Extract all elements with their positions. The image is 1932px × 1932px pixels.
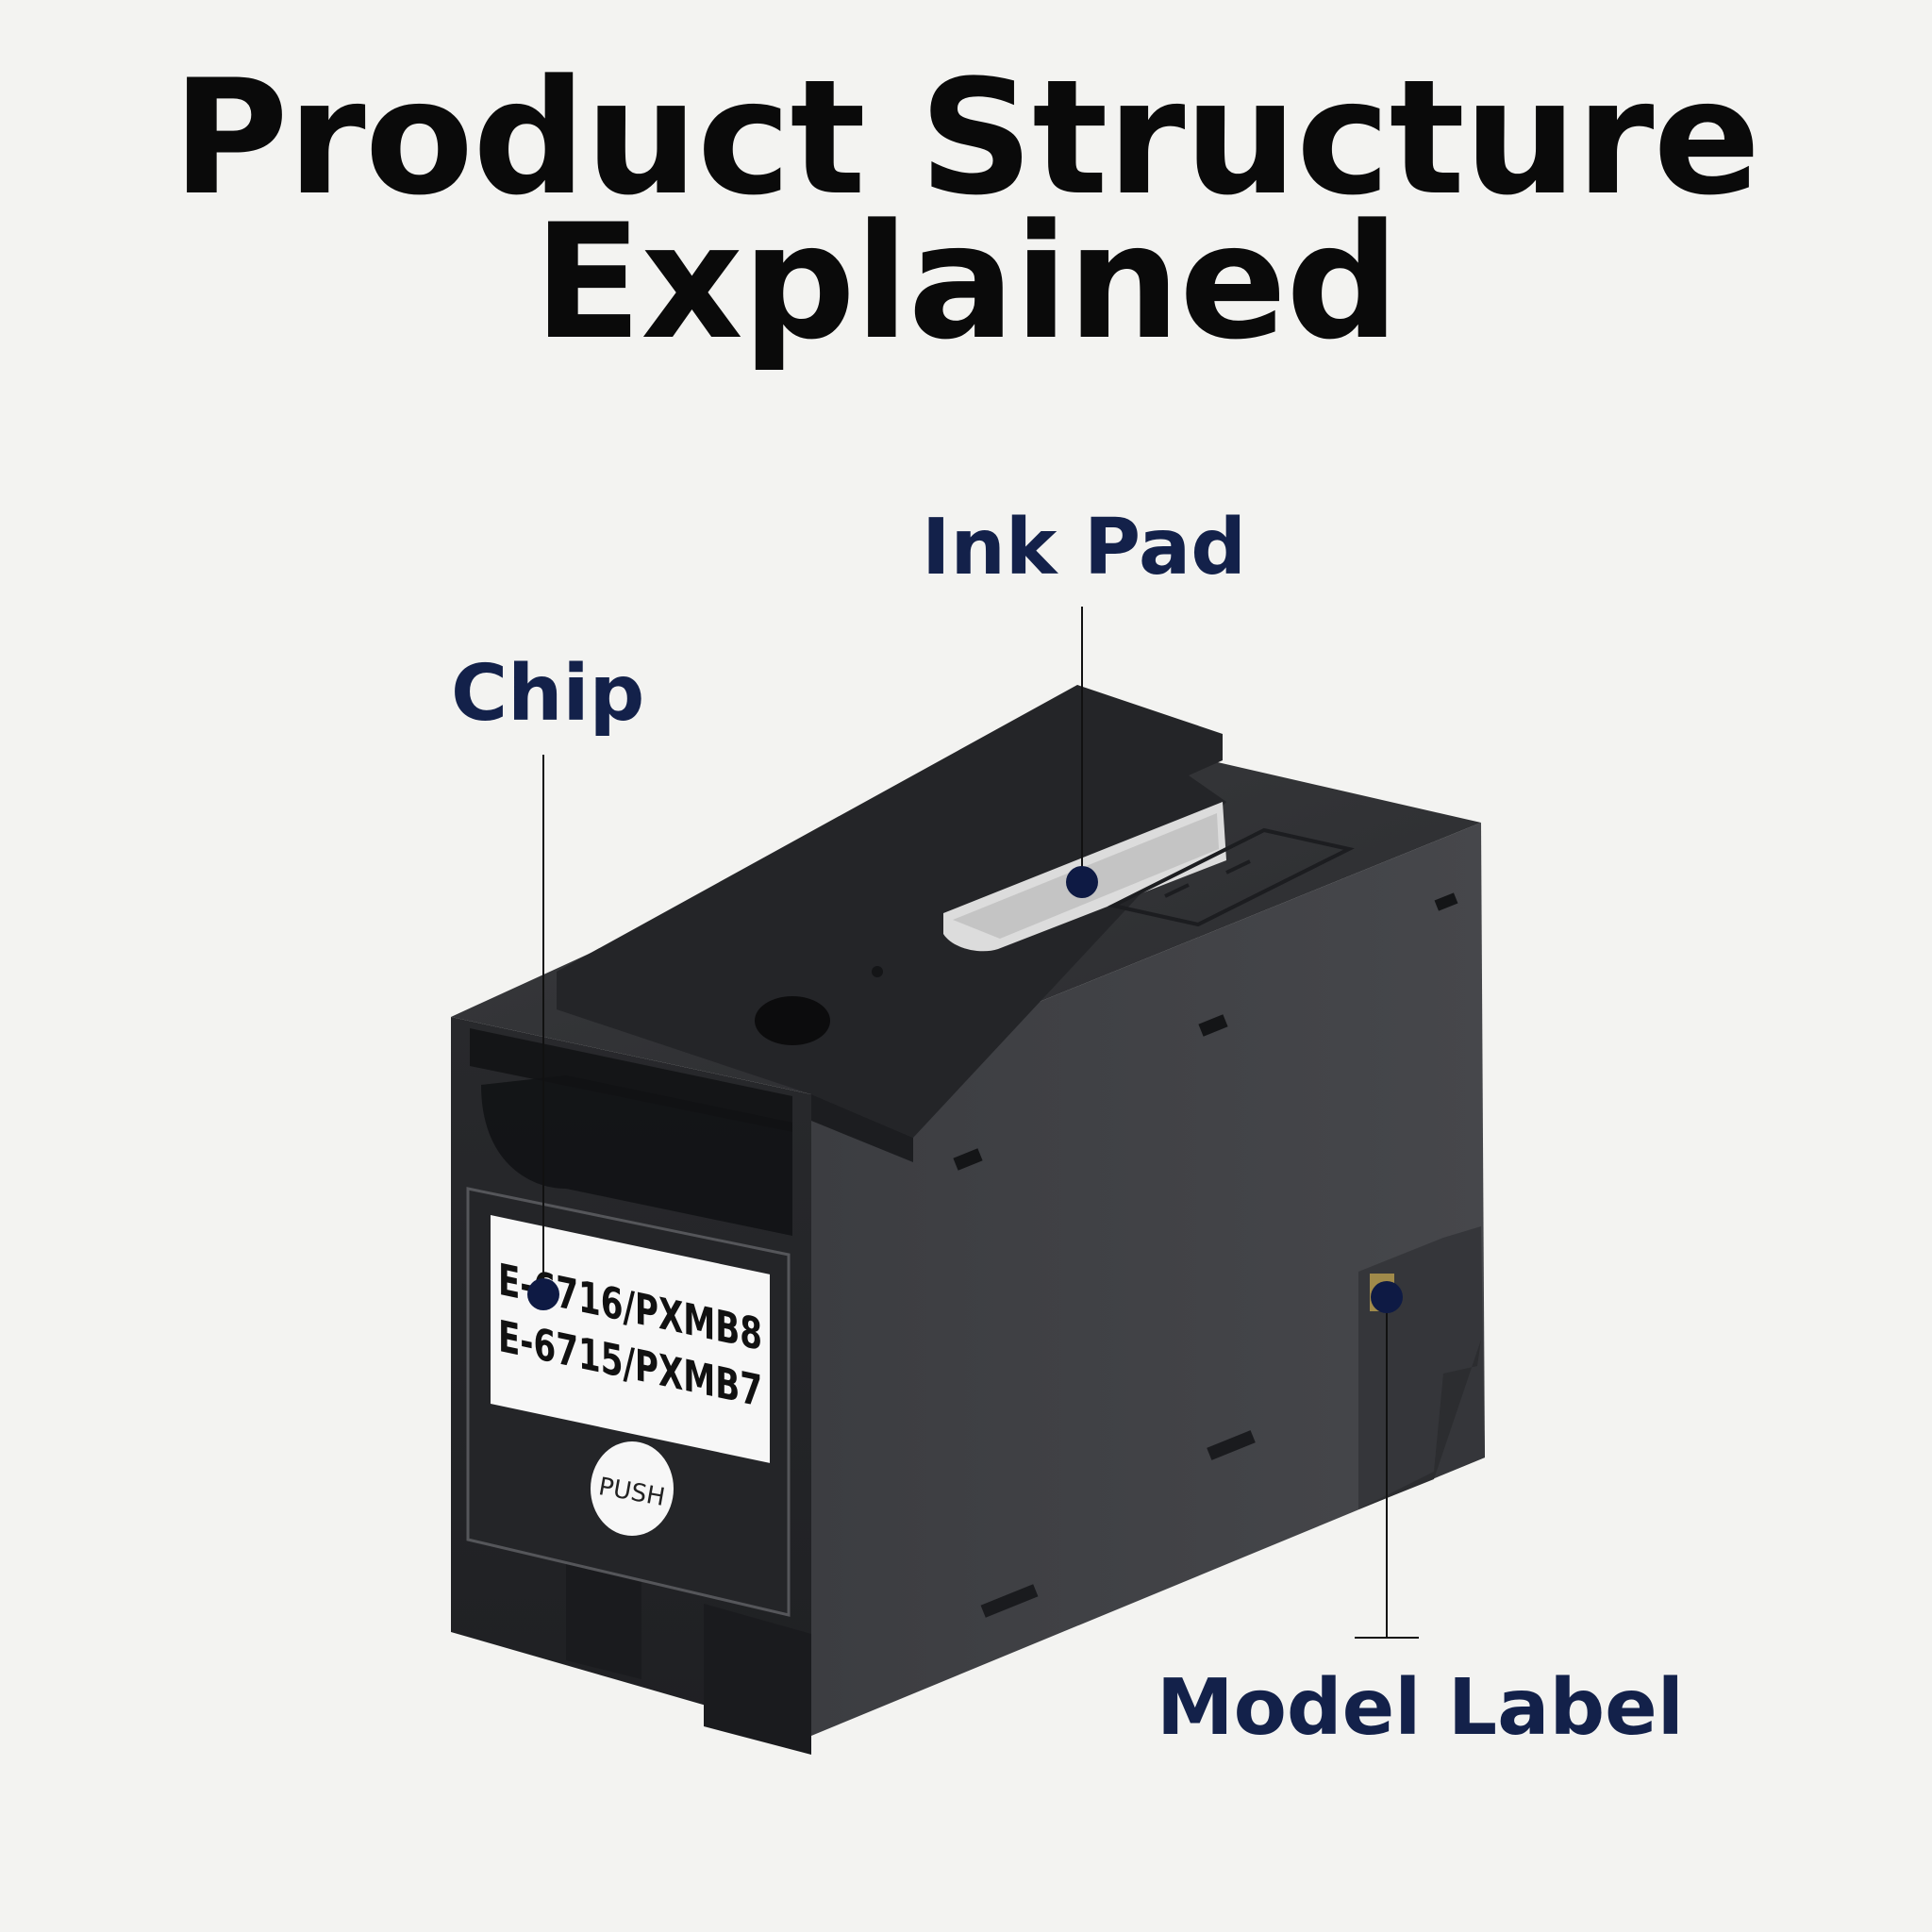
callout-ink-pad: Ink Pad	[922, 503, 1246, 592]
model-label-marker-dot	[1371, 1281, 1403, 1313]
push-button-marking	[591, 1441, 674, 1536]
page-title-line-1: Product Structure	[172, 45, 1761, 230]
callout-chip: Chip	[451, 649, 645, 739]
bottom-tab-left	[566, 1547, 641, 1679]
box-end-cap	[1358, 1226, 1485, 1509]
box-lid	[557, 685, 1226, 1138]
callout-model-label: Model Label	[1157, 1663, 1684, 1753]
page-title-line-2: Explained	[533, 190, 1400, 375]
bottom-tab-right	[704, 1604, 811, 1755]
ink-pad-marker-dot	[1066, 866, 1098, 898]
model-sticker	[491, 1215, 770, 1463]
top-hole	[755, 996, 830, 1045]
chip-marker-dot	[527, 1278, 559, 1310]
